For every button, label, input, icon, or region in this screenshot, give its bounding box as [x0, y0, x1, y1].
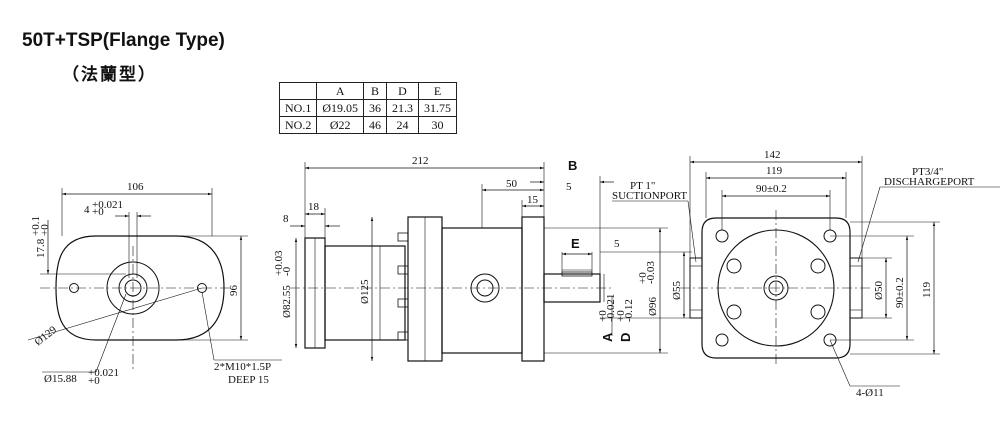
pilot-tol-lower: -0	[281, 266, 293, 276]
keyway-dimension: 4	[84, 204, 90, 216]
end-view	[612, 156, 1000, 387]
holes-spacing-dimension: 90±0.2	[756, 183, 787, 195]
label-d: D	[618, 333, 633, 342]
spec-row: NO.1 Ø19.05 36 21.3 31.75	[278, 99, 458, 117]
shaft-dimension: Ø55	[671, 281, 683, 300]
pilot-tol-upper: +0.03	[273, 250, 285, 276]
inner-width-dimension: 119	[766, 165, 783, 177]
depth-note: DEEP 15	[228, 374, 269, 386]
bore-tol-lower: +0	[88, 375, 100, 387]
spigot2-tol-upper: +0	[637, 272, 649, 284]
label-b: B	[568, 158, 577, 173]
suction-port-label: SUCTIONPORT	[612, 190, 687, 202]
offset-dimension: 17.8	[35, 238, 47, 258]
spec-cell: 21.3	[386, 99, 420, 117]
bore-dimension: Ø15.88	[44, 373, 77, 385]
front-flange-view	[27, 188, 282, 373]
bore-tol-upper: +0.021	[88, 367, 119, 379]
a-tol-lower: -0.021	[605, 294, 617, 322]
dim-5: 5	[614, 238, 620, 250]
spec-cell: NO.2	[278, 116, 318, 134]
spec-header-cell: E	[418, 82, 458, 100]
spec-cell: 30	[418, 116, 458, 134]
height-dimension: 96	[228, 285, 240, 297]
keyway-tol-lower: +0	[92, 206, 104, 218]
body-dimension: Ø125	[359, 279, 371, 304]
spec-cell: Ø19.05	[316, 99, 365, 117]
suction-thread: PT 1"	[630, 180, 655, 192]
thread-note: 2*M10*1.5P	[214, 361, 271, 373]
d-tol-lower: -0.12	[623, 299, 635, 322]
keyway-tol-upper: +0.021	[92, 199, 123, 211]
dim-15: 15	[527, 194, 539, 206]
overall-width-dimension: 142	[764, 149, 781, 161]
spec-table: A B D E NO.1 Ø19.05 36 21.3 31.75 NO.2 Ø…	[278, 82, 458, 134]
length-dimension: 212	[412, 155, 429, 167]
a-tol-upper: +0	[597, 310, 609, 322]
height-dimension-right: 119	[921, 281, 933, 298]
spec-cell: NO.1	[278, 99, 318, 117]
label-e: E	[571, 236, 580, 251]
dim-50: 50	[506, 178, 518, 190]
spec-row: NO.2 Ø22 46 24 30	[278, 116, 458, 134]
flange-thk-dimension: 8	[283, 213, 289, 225]
page-title: 50T+TSP(Flange Type)	[22, 30, 225, 51]
v-spacing-dimension: 90±0.2	[894, 277, 906, 308]
spec-cell: Ø22	[316, 116, 365, 134]
width-dimension: 106	[127, 181, 144, 193]
offset-tol-upper: +0.1	[30, 216, 42, 236]
discharge-thread: PT3/4"	[912, 166, 943, 178]
spec-cell: 46	[363, 116, 388, 134]
side-view	[290, 162, 692, 362]
holes-note: 4-Ø11	[856, 387, 884, 399]
page-subtitle: （法蘭型）	[62, 65, 157, 85]
port-dia-dimension: Ø50	[873, 281, 885, 300]
d-tol-upper: +0	[615, 310, 627, 322]
offset-tol-lower: +0	[39, 224, 51, 236]
discharge-port-label: DISCHARGEPORT	[884, 176, 975, 188]
spigot-dimension: 18	[308, 201, 320, 213]
dim-5-top: 5	[566, 181, 572, 193]
pilot-dimension: Ø82.55	[281, 285, 293, 318]
label-a: A	[600, 332, 615, 342]
pcd-dimension: Ø129	[32, 324, 59, 349]
spigot2-dimension: Ø96	[647, 297, 659, 316]
spigot2-tol-lower: -0.03	[645, 261, 657, 284]
